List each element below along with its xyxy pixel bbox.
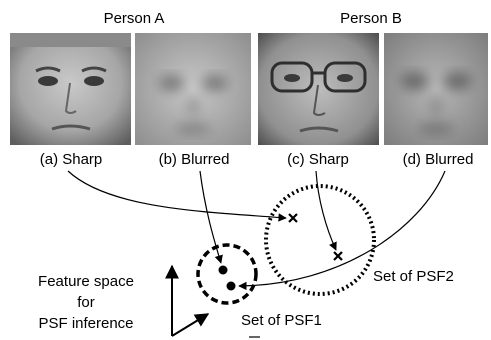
feature-space-line1: Feature space: [38, 273, 134, 290]
sharp-a-point-cross-icon: [288, 213, 298, 223]
caption-c-sharp: (c) Sharp: [287, 151, 349, 168]
psf2-set-label: Set of PSF2: [373, 268, 454, 285]
psf1-set-label: Set of PSF1: [241, 312, 322, 329]
face-d-blurred-image: [384, 33, 488, 145]
arrow-b-to-feature: [199, 170, 223, 264]
face-b-blurred-image: [135, 33, 251, 145]
psf2-set-circle: [264, 184, 376, 296]
psf1-set-circle: [196, 243, 258, 305]
feature-space-line3: PSF inference: [38, 315, 134, 332]
feature-space-line2: for: [77, 294, 95, 311]
caption-a-sharp: (a) Sharp: [39, 151, 103, 168]
face-a-sharp-image: [10, 33, 131, 145]
blurred-b-point: [218, 265, 228, 275]
sharp-c-point-cross-icon: [333, 251, 343, 261]
caption-b-blurred: (b) Blurred: [158, 151, 230, 168]
person-a-title: Person A: [103, 10, 165, 27]
blurred-d-point: [226, 281, 236, 291]
face-c-sharp-image: [258, 33, 379, 145]
caption-d-blurred: (d) Blurred: [402, 151, 474, 168]
axis-diagonal: [171, 313, 210, 337]
arrow-a-to-feature: [67, 170, 287, 222]
person-b-title: Person B: [340, 10, 402, 27]
arrow-d-to-feature: [238, 170, 446, 291]
arrow-c-to-feature: [315, 170, 337, 251]
